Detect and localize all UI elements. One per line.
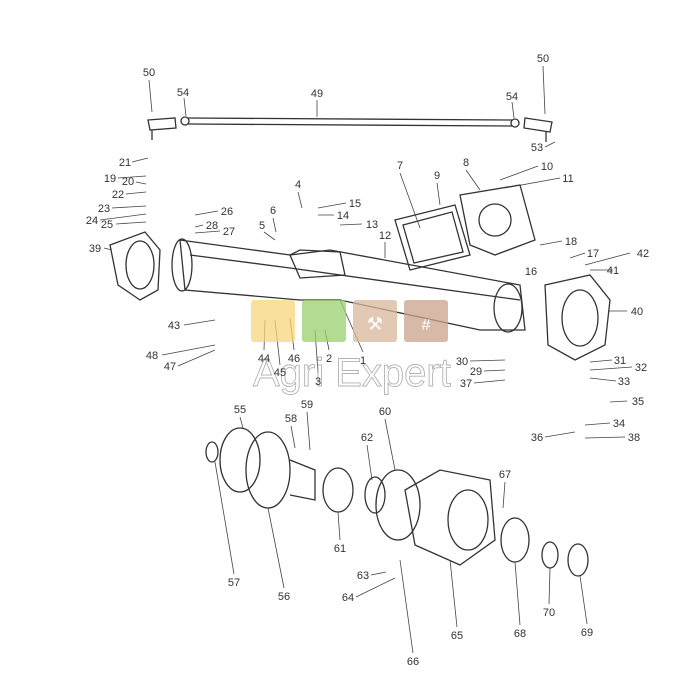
part-label: 70	[543, 607, 555, 619]
part-label: 34	[613, 418, 625, 430]
part-label: 63	[357, 570, 369, 582]
hammer-wrench-icon: ⚒	[367, 314, 383, 334]
part-label: 17	[587, 248, 599, 260]
part-label: 1	[360, 355, 366, 367]
part-label: 21	[119, 157, 131, 169]
part-label: 36	[531, 432, 543, 444]
watermark-tile-4	[404, 300, 448, 342]
part-label: 11	[562, 173, 573, 185]
watermark-text: Agri Expert	[253, 351, 451, 395]
part-label: 62	[361, 432, 373, 444]
part-number-labels: 50 54 49 50 54 53 21 19 20 22 23 24 25 2…	[86, 53, 649, 668]
part-label: 59	[301, 399, 313, 411]
part-label: 38	[628, 432, 640, 444]
part-label: 40	[631, 306, 643, 318]
part-label: 60	[379, 406, 391, 418]
part-label: 69	[581, 627, 593, 639]
watermark-tile-3	[353, 300, 397, 342]
differential-cover	[394, 184, 536, 271]
part-label: 26	[221, 206, 233, 218]
wheel-hub-assembly	[205, 427, 589, 577]
rail-icon: #	[422, 317, 431, 334]
part-label: 23	[98, 203, 110, 215]
part-label: 37	[460, 378, 472, 390]
part-label: 2	[326, 353, 332, 365]
leader-lines	[99, 65, 633, 654]
part-label: 33	[618, 376, 630, 388]
part-label: 10	[541, 161, 553, 173]
axle-housing	[171, 238, 526, 333]
part-label: 4	[295, 179, 301, 191]
part-label: 27	[223, 226, 235, 238]
part-label: 13	[366, 219, 378, 231]
part-label: 66	[407, 656, 419, 668]
part-label: 32	[635, 362, 647, 374]
part-label: 20	[122, 176, 134, 188]
part-label: 53	[531, 142, 543, 154]
agri-expert-watermark: ⚒ # Agri Expert	[251, 300, 451, 395]
part-label: 43	[168, 320, 180, 332]
part-label: 6	[270, 205, 276, 217]
part-label: 45	[274, 367, 286, 379]
part-label: 48	[146, 350, 158, 362]
part-label: 12	[379, 230, 391, 242]
part-label: 25	[101, 219, 113, 231]
part-label: 9	[434, 170, 440, 182]
part-label: 56	[278, 591, 290, 603]
watermark-tile-1	[251, 300, 295, 342]
part-label: 16	[525, 266, 537, 278]
part-label: 46	[288, 353, 300, 365]
part-label: 54	[506, 91, 518, 103]
part-label: 39	[89, 243, 101, 255]
part-label: 35	[632, 396, 644, 408]
part-label: 42	[637, 248, 649, 260]
part-label: 3	[315, 376, 321, 388]
part-label: 5	[259, 220, 265, 232]
part-label: 22	[112, 189, 124, 201]
part-label: 47	[164, 361, 176, 373]
part-label: 67	[499, 469, 511, 481]
part-label: 29	[470, 366, 482, 378]
part-label: 65	[451, 630, 463, 642]
part-label: 61	[334, 543, 346, 555]
part-label: 24	[86, 215, 98, 227]
part-label: 55	[234, 404, 246, 416]
watermark-tile-2	[302, 300, 346, 342]
part-label: 57	[228, 577, 240, 589]
part-label: 7	[397, 160, 403, 172]
steering-knuckle-right	[544, 274, 611, 361]
part-label: 50	[143, 67, 155, 79]
part-label: 54	[177, 87, 189, 99]
part-label: 28	[206, 220, 218, 232]
part-label: 15	[349, 198, 361, 210]
steering-knuckle-left	[109, 231, 161, 301]
part-label: 68	[514, 628, 526, 640]
part-label: 18	[565, 236, 577, 248]
part-label: 8	[463, 157, 469, 169]
tie-rod	[147, 116, 553, 142]
part-label: 19	[104, 173, 116, 185]
part-label: 30	[456, 356, 468, 368]
part-label: 49	[311, 88, 323, 100]
part-label: 31	[614, 355, 626, 367]
part-label: 64	[342, 592, 354, 604]
part-label: 14	[337, 210, 349, 222]
part-label: 41	[607, 265, 619, 277]
part-label: 44	[258, 353, 270, 365]
part-label: 58	[285, 413, 297, 425]
part-label: 50	[537, 53, 549, 65]
